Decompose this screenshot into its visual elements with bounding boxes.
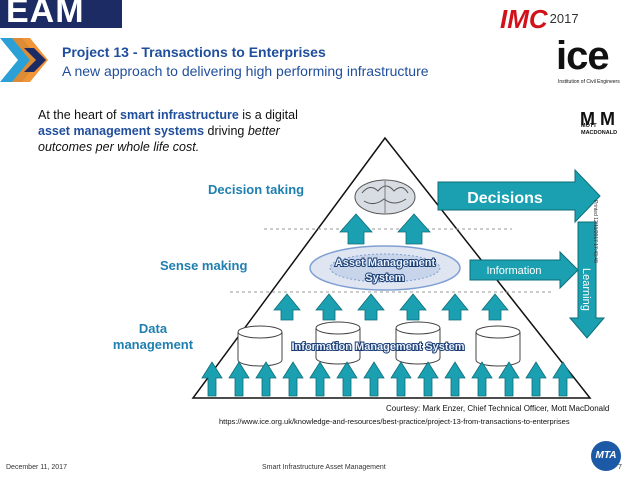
information-arrow [469, 250, 579, 290]
courtesy-text: Courtesy: Mark Enzer, Chief Technical Of… [386, 404, 610, 413]
intro-bold-1: smart infrastructure [120, 108, 239, 122]
intro-paragraph: At the heart of smart infrastructure is … [38, 107, 328, 155]
brand-chevron-icon [0, 38, 48, 82]
imc-logo-text: IMC [500, 4, 548, 34]
database-cylinders [237, 321, 521, 367]
intro-italic: better outcomes per whole life cost. [38, 124, 280, 154]
footer-date: December 11, 2017 [6, 464, 67, 471]
mott-macdonald-logo-icon: M M [580, 109, 615, 129]
ams-label-line1: Asset Management [335, 257, 436, 269]
ims-label: Information Management System [292, 341, 465, 353]
intro-text-2: is a digital [238, 108, 298, 122]
learning-label: Learning [580, 268, 592, 311]
bottom-arrow-row [201, 361, 574, 397]
footer-title: Smart Infrastructure Asset Management [262, 464, 386, 471]
up-arrow-1 [339, 213, 373, 245]
up-arrow-2 [397, 213, 431, 245]
page-title: Project 13 - Transactions to Enterprises [62, 44, 326, 60]
middle-arrow-row [273, 293, 509, 321]
level-decision-taking: Decision taking [208, 182, 305, 197]
brain-icon [354, 179, 416, 215]
printed-timestamp: Printed 12/11/2017 17:43:48 [592, 200, 598, 263]
level-sense-making: Sense making [160, 258, 248, 273]
ice-logo-caption: Institution of Civil Engineers [558, 79, 620, 85]
imc-logo-year: 2017 [549, 11, 579, 26]
ice-logo: ice [556, 34, 610, 78]
intro-bold-2: asset management systems [38, 124, 205, 138]
ams-label-line2: System [365, 272, 404, 284]
source-url[interactable]: https://www.ice.org.uk/knowledge-and-res… [219, 417, 570, 426]
eam-logo: EAM [0, 0, 122, 28]
information-label: Information [486, 265, 541, 277]
level-data-management: Data management [112, 321, 194, 352]
intro-text-3: driving [204, 124, 248, 138]
learning-arrow [568, 221, 606, 339]
mott-mark-text: M M [580, 109, 615, 129]
page-subtitle: A new approach to delivering high perfor… [62, 63, 429, 79]
intro-text-1: At the heart of [38, 108, 120, 122]
footer-page-number: 7 [618, 464, 622, 471]
mott-macdonald-text: MOTT MACDONALD [581, 123, 618, 136]
decisions-arrow [437, 168, 601, 224]
decisions-label: Decisions [467, 190, 543, 207]
mta-logo: MTA [591, 441, 621, 471]
